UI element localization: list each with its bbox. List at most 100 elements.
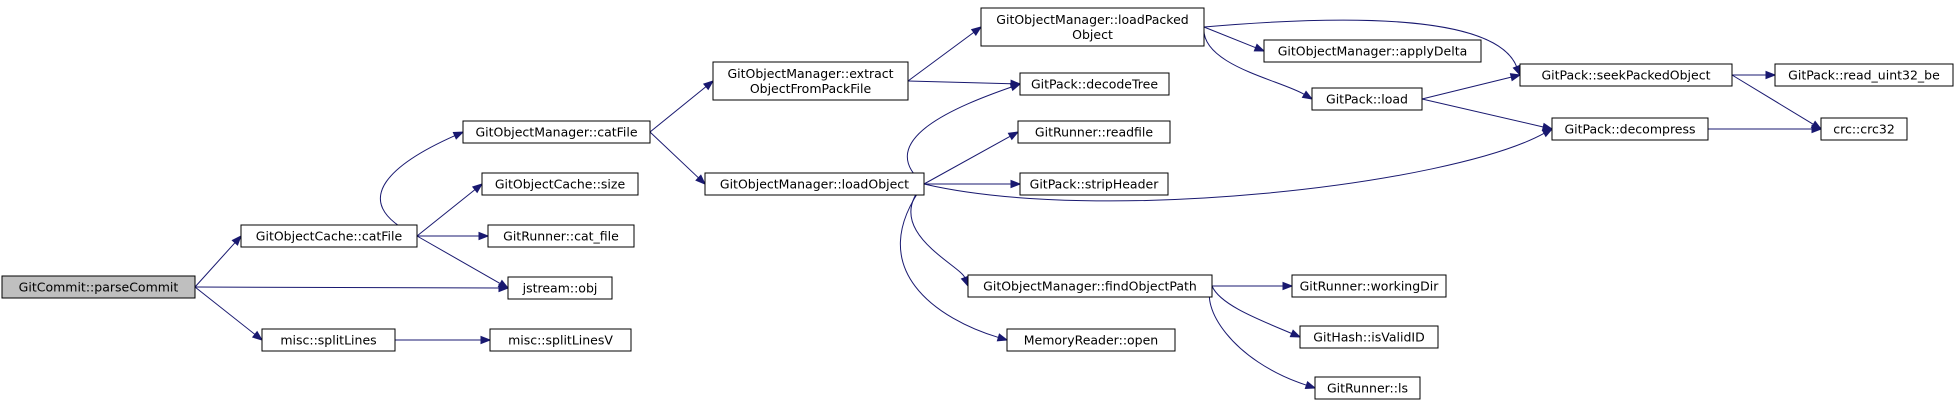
node-misc-splitlines[interactable]: misc::splitLines xyxy=(261,328,396,352)
edge-n2-to-n3 xyxy=(649,80,715,133)
edge-n4-to-n6 xyxy=(1203,26,1314,100)
edge-n1-to-n2 xyxy=(379,131,465,237)
edge-n2-to-n12 xyxy=(649,131,707,185)
edge-n1-to-n20 xyxy=(416,183,484,237)
node-box xyxy=(1291,274,1447,298)
node-box xyxy=(1019,72,1170,96)
node-label: GitRunner::ls xyxy=(1327,381,1408,396)
node-label: GitObjectManager::catFile xyxy=(475,125,637,140)
node-gitrunner-readfile[interactable]: GitRunner::readfile xyxy=(1017,120,1171,144)
edge-arrowhead xyxy=(1289,329,1302,338)
node-box xyxy=(1519,63,1733,87)
edge-n13-to-n16 xyxy=(1212,281,1294,291)
node-gitpack-read-uint32-be[interactable]: GitPack::read_uint32_be xyxy=(1774,63,1954,87)
node-label: ObjectFromPackFile xyxy=(750,81,872,96)
edge-line xyxy=(379,135,455,237)
edge-line xyxy=(1203,19,1518,67)
edge-n12-to-n7 xyxy=(923,128,1554,202)
node-memoryreader-open[interactable]: MemoryReader::open xyxy=(1006,328,1176,352)
node-box xyxy=(1,275,196,299)
node-box xyxy=(1299,325,1439,349)
node-gitobjectcache-size[interactable]: GitObjectCache::size xyxy=(481,172,639,196)
node-crc-crc32[interactable]: crc::crc32 xyxy=(1820,117,1908,141)
edge-line xyxy=(1421,76,1512,100)
edge-line xyxy=(1731,74,1814,125)
node-box xyxy=(487,224,635,248)
node-box xyxy=(704,172,925,196)
edge-n1-to-n21 xyxy=(417,231,490,241)
node-label: GitPack::decodeTree xyxy=(1031,77,1158,92)
edge-n12-to-n18 xyxy=(923,131,1020,185)
node-gitobjectmanager-extractobjectfrompackfile[interactable]: GitObjectManager::extractObjectFromPackF… xyxy=(712,61,909,101)
edge-arrowhead xyxy=(996,333,1009,342)
edge-arrowhead xyxy=(1304,381,1317,390)
node-gitpack-seekpackedobject[interactable]: GitPack::seekPackedObject xyxy=(1519,63,1733,87)
node-githash-isvalidid[interactable]: GitHash::isValidID xyxy=(1299,325,1439,349)
edge-n12-to-n19 xyxy=(924,179,1022,189)
node-gitrunner-ls[interactable]: GitRunner::ls xyxy=(1314,376,1421,400)
node-box xyxy=(481,172,639,196)
edge-n9-to-n10 xyxy=(1732,70,1777,80)
node-label: GitPack::decompress xyxy=(1564,122,1695,137)
edge-n4-to-n5 xyxy=(1203,26,1266,52)
edge-n3-to-n11 xyxy=(907,79,1022,88)
node-box xyxy=(980,7,1205,47)
edge-arrowhead xyxy=(497,279,510,289)
edge-arrowhead xyxy=(1007,131,1020,141)
edge-line xyxy=(1211,285,1292,334)
node-gitrunner-cat-file[interactable]: GitRunner::cat_file xyxy=(487,224,635,248)
node-gitcommit-parsecommit[interactable]: GitCommit::parseCommit xyxy=(1,275,196,299)
node-gitpack-decodetree[interactable]: GitPack::decodeTree xyxy=(1019,72,1170,96)
node-label: GitRunner::readfile xyxy=(1035,125,1153,140)
node-jstream-obj[interactable]: jstream::obj xyxy=(507,276,613,300)
edge-line xyxy=(416,235,501,284)
node-gitobjectmanager-loadobject[interactable]: GitObjectManager::loadObject xyxy=(704,172,925,196)
node-label: GitRunner::workingDir xyxy=(1300,279,1440,294)
node-gitobjectmanager-applydelta[interactable]: GitObjectManager::applyDelta xyxy=(1263,39,1482,63)
node-box xyxy=(261,328,396,352)
node-gitrunner-workingdir[interactable]: GitRunner::workingDir xyxy=(1291,274,1447,298)
edge-arrowhead xyxy=(1541,128,1554,138)
edge-n6-to-n9 xyxy=(1421,73,1522,100)
node-box xyxy=(1820,117,1908,141)
node-gitobjectcache-catfile[interactable]: GitObjectCache::catFile xyxy=(240,224,418,248)
edge-arrowhead xyxy=(251,330,264,341)
node-label: crc::crc32 xyxy=(1833,122,1895,137)
node-gitpack-stripheader[interactable]: GitPack::stripHeader xyxy=(1019,172,1169,196)
node-label: GitObjectManager::loadPacked xyxy=(996,12,1188,27)
edge-arrowhead xyxy=(452,131,465,140)
edge-line xyxy=(194,242,236,288)
node-box xyxy=(1017,120,1171,144)
edge-line xyxy=(923,135,1011,185)
edge-line xyxy=(416,189,476,237)
edge-arrowhead xyxy=(970,26,983,37)
edge-line xyxy=(907,31,975,82)
node-box xyxy=(1006,328,1176,352)
node-gitobjectmanager-catfile[interactable]: GitObjectManager::catFile xyxy=(462,120,651,144)
node-label: GitObjectManager::loadObject xyxy=(720,177,909,192)
edge-n9-to-n8 xyxy=(1731,74,1823,130)
node-box xyxy=(1551,117,1709,141)
node-label: GitPack::stripHeader xyxy=(1030,177,1160,192)
node-label: GitPack::seekPackedObject xyxy=(1541,68,1710,83)
node-label: jstream::obj xyxy=(522,281,598,296)
node-gitpack-decompress[interactable]: GitPack::decompress xyxy=(1551,117,1709,141)
node-gitpack-load[interactable]: GitPack::load xyxy=(1311,87,1423,111)
edge-line xyxy=(1203,26,1305,95)
edge-line xyxy=(900,183,999,338)
node-gitobjectmanager-findobjectpath[interactable]: GitObjectManager::findObjectPath xyxy=(967,274,1213,298)
edge-line xyxy=(649,131,699,179)
edge-n1-to-n22 xyxy=(416,235,510,289)
node-box xyxy=(240,224,418,248)
node-misc-splitlinesv[interactable]: misc::splitLinesV xyxy=(489,328,632,352)
edge-arrowhead xyxy=(478,231,490,241)
node-box xyxy=(1263,39,1482,63)
node-label: GitObjectCache::size xyxy=(495,177,626,192)
node-label: MemoryReader::open xyxy=(1024,333,1158,348)
edge-arrowhead xyxy=(471,183,484,194)
node-label: GitObjectManager::extract xyxy=(727,66,893,81)
node-label: GitObjectCache::catFile xyxy=(256,229,403,244)
edge-n3-to-n4 xyxy=(907,26,983,82)
